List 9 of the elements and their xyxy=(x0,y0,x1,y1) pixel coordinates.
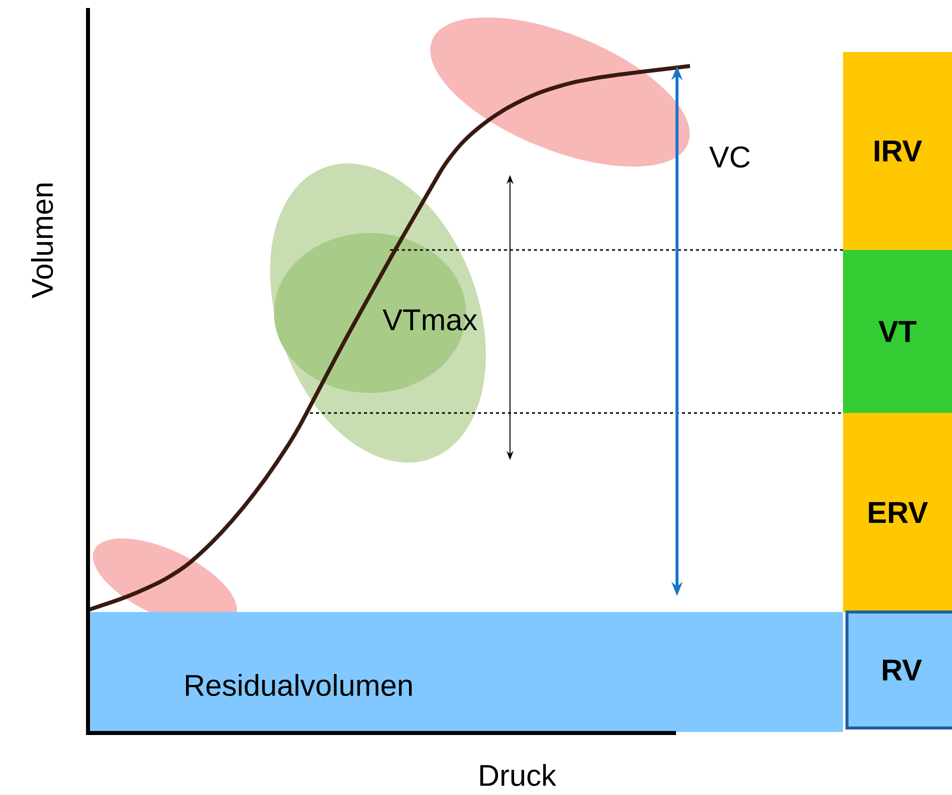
volume-bar: VT xyxy=(843,250,952,413)
volume-bar: ERV xyxy=(843,413,952,612)
volume-box: RV xyxy=(846,610,952,730)
dimension-label: VC xyxy=(709,146,750,168)
volume-bar: IRV xyxy=(843,52,952,250)
axis-label: Druck xyxy=(480,764,556,786)
axis-label: Volumen xyxy=(30,184,54,298)
residual-band: Residualvolumen xyxy=(88,612,844,732)
dimension-label: VTmax xyxy=(382,310,478,330)
